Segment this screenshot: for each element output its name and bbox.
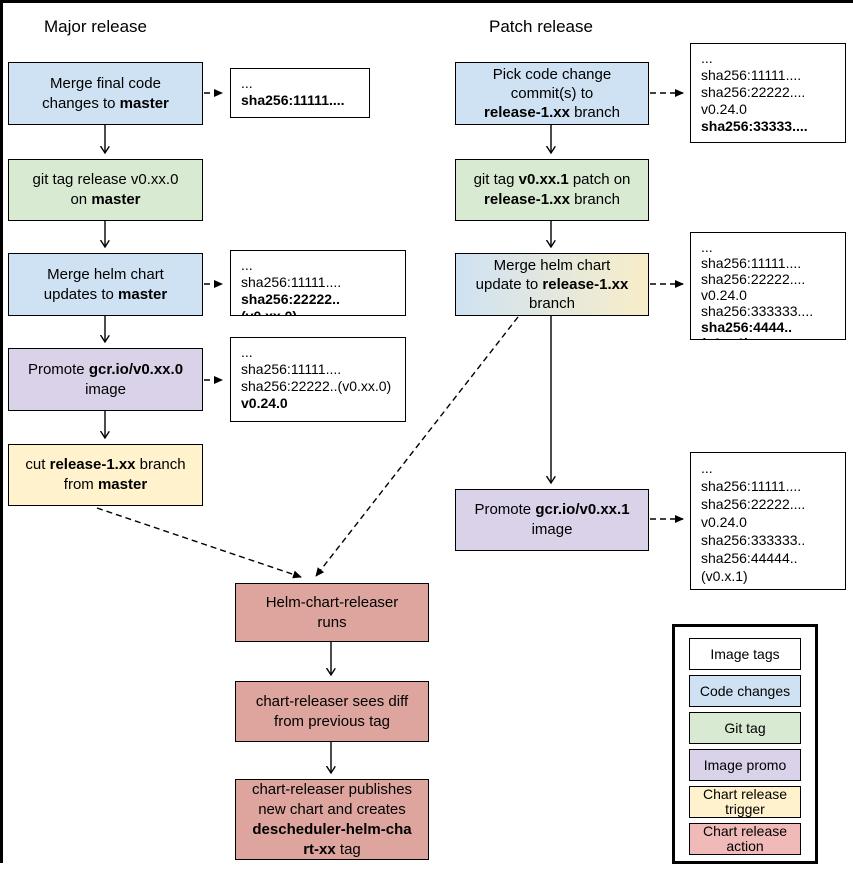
sha-box-major-3: ...sha256:11111....sha256:22222..(v0.xx.… xyxy=(230,337,406,422)
legend-item-image-tags: Image tags xyxy=(689,638,801,670)
legend-item-image-promo: Image promo xyxy=(689,749,801,781)
canvas-top-border xyxy=(0,0,853,3)
sha-box-patch-2: ...sha256:11111....sha256:22222....v0.24… xyxy=(690,232,846,340)
legend-item-chart-action: Chart release action xyxy=(689,823,801,855)
legend-item-chart-trigger: Chart release trigger xyxy=(689,786,801,818)
sha-box-patch-3: ...sha256:11111....sha256:22222....v0.24… xyxy=(690,452,846,590)
sha-box-major-2: ...sha256:11111....sha256:22222..(v0.xx.… xyxy=(230,250,406,316)
canvas-left-border xyxy=(0,0,3,863)
arrow-cut-branch-to-releaser xyxy=(96,507,302,579)
patch-release-title: Patch release xyxy=(489,17,593,36)
legend-item-git-tag: Git tag xyxy=(689,712,801,744)
sha-box-patch-1: ...sha256:11111....sha256:22222....v0.24… xyxy=(690,43,846,143)
legend-item-code-changes: Code changes xyxy=(689,675,801,707)
legend: Image tags Code changes Git tag Image pr… xyxy=(672,624,818,864)
sha-box-major-1: ...sha256:11111.... xyxy=(230,68,370,118)
major-release-title: Major release xyxy=(44,17,147,36)
